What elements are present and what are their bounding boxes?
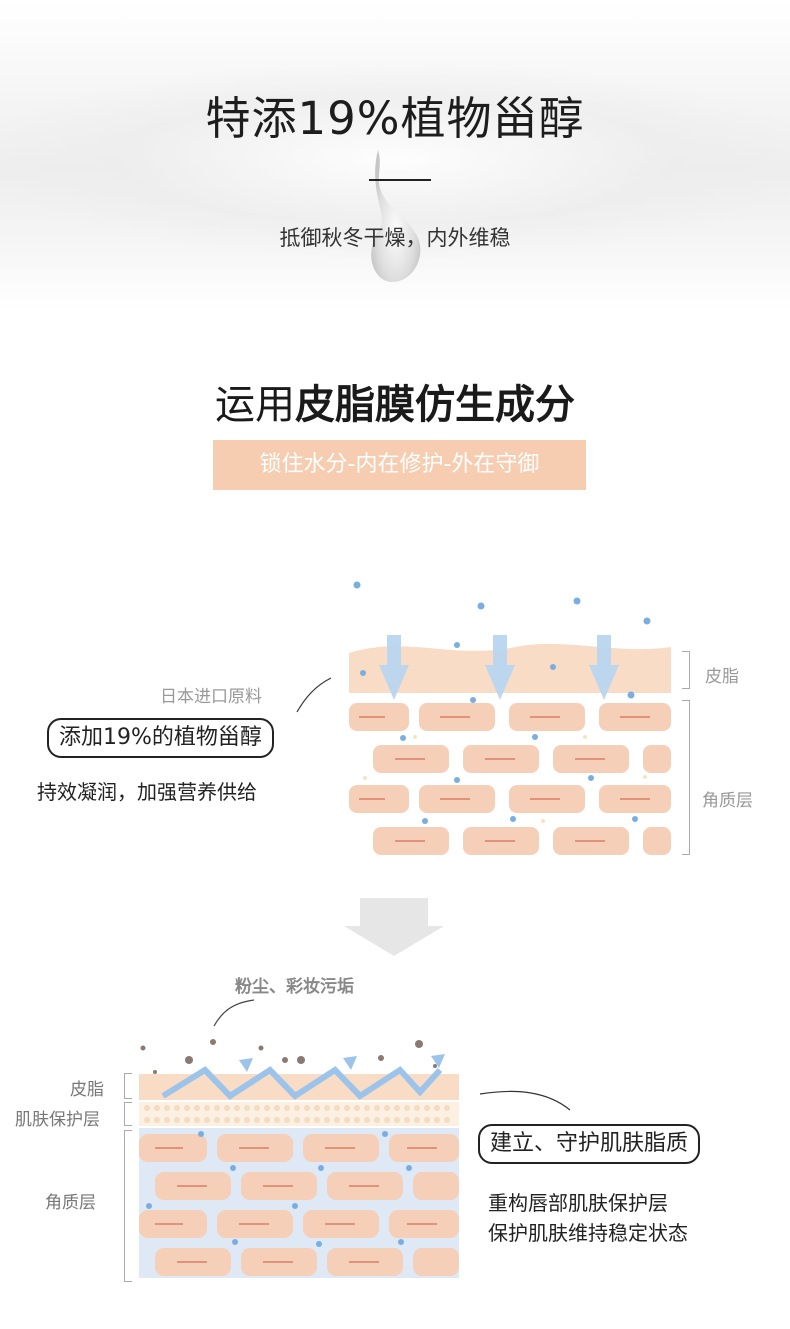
benefit-banner: 锁住水分-内在修护-外在守御 bbox=[213, 440, 586, 490]
layer-label-sebum-1: 皮脂 bbox=[705, 667, 739, 687]
section-title-plain: 运用 bbox=[215, 382, 295, 428]
layer-label-sebum-2: 皮脂 bbox=[70, 1080, 104, 1100]
skin-diagram-2 bbox=[139, 1039, 459, 1278]
ingredient-pill: 添加19%的植物甾醇 bbox=[47, 718, 274, 758]
bracket-sebum-1 bbox=[682, 651, 690, 689]
bracket-stratum-2 bbox=[124, 1130, 132, 1282]
down-arrow-icon bbox=[344, 898, 444, 956]
source-label: 日本进口原料 bbox=[160, 687, 262, 707]
pointer-line-3 bbox=[479, 1090, 571, 1111]
skin-diagram-1 bbox=[349, 581, 671, 855]
lipid-note-line-2: 保护肌肤维持稳定状态 bbox=[488, 1221, 688, 1245]
layer-label-stratum-2: 角质层 bbox=[45, 1193, 96, 1213]
hero-subtitle: 抵御秋冬干燥，内外维稳 bbox=[279, 226, 511, 250]
section-title-bold: 皮脂膜仿生成分 bbox=[295, 382, 575, 428]
bracket-barrier-2 bbox=[124, 1102, 132, 1126]
dust-label: 粉尘、彩妆污垢 bbox=[235, 977, 354, 997]
lipid-pill: 建立、守护肌肤脂质 bbox=[478, 1124, 701, 1164]
bracket-stratum-1 bbox=[682, 700, 690, 855]
hero-banner: 特添19%植物甾醇 抵御秋冬干燥，内外维稳 bbox=[0, 0, 790, 310]
water-drop-icon bbox=[371, 150, 421, 283]
layer-label-stratum-1: 角质层 bbox=[702, 791, 753, 811]
hero-title: 特添19%植物甾醇 bbox=[205, 92, 585, 145]
bracket-sebum-2 bbox=[124, 1073, 132, 1099]
section-title: 运用皮脂膜仿生成分 bbox=[0, 372, 790, 430]
pointer-line-1 bbox=[296, 677, 332, 713]
lipid-note-line-1: 重构唇部肌肤保护层 bbox=[488, 1191, 668, 1215]
hero-divider bbox=[369, 179, 431, 181]
ingredient-note: 持效凝润，加强营养供给 bbox=[37, 780, 257, 804]
layer-label-barrier-2: 肌肤保护层 bbox=[15, 1110, 100, 1130]
pointer-line-2 bbox=[213, 999, 255, 1027]
